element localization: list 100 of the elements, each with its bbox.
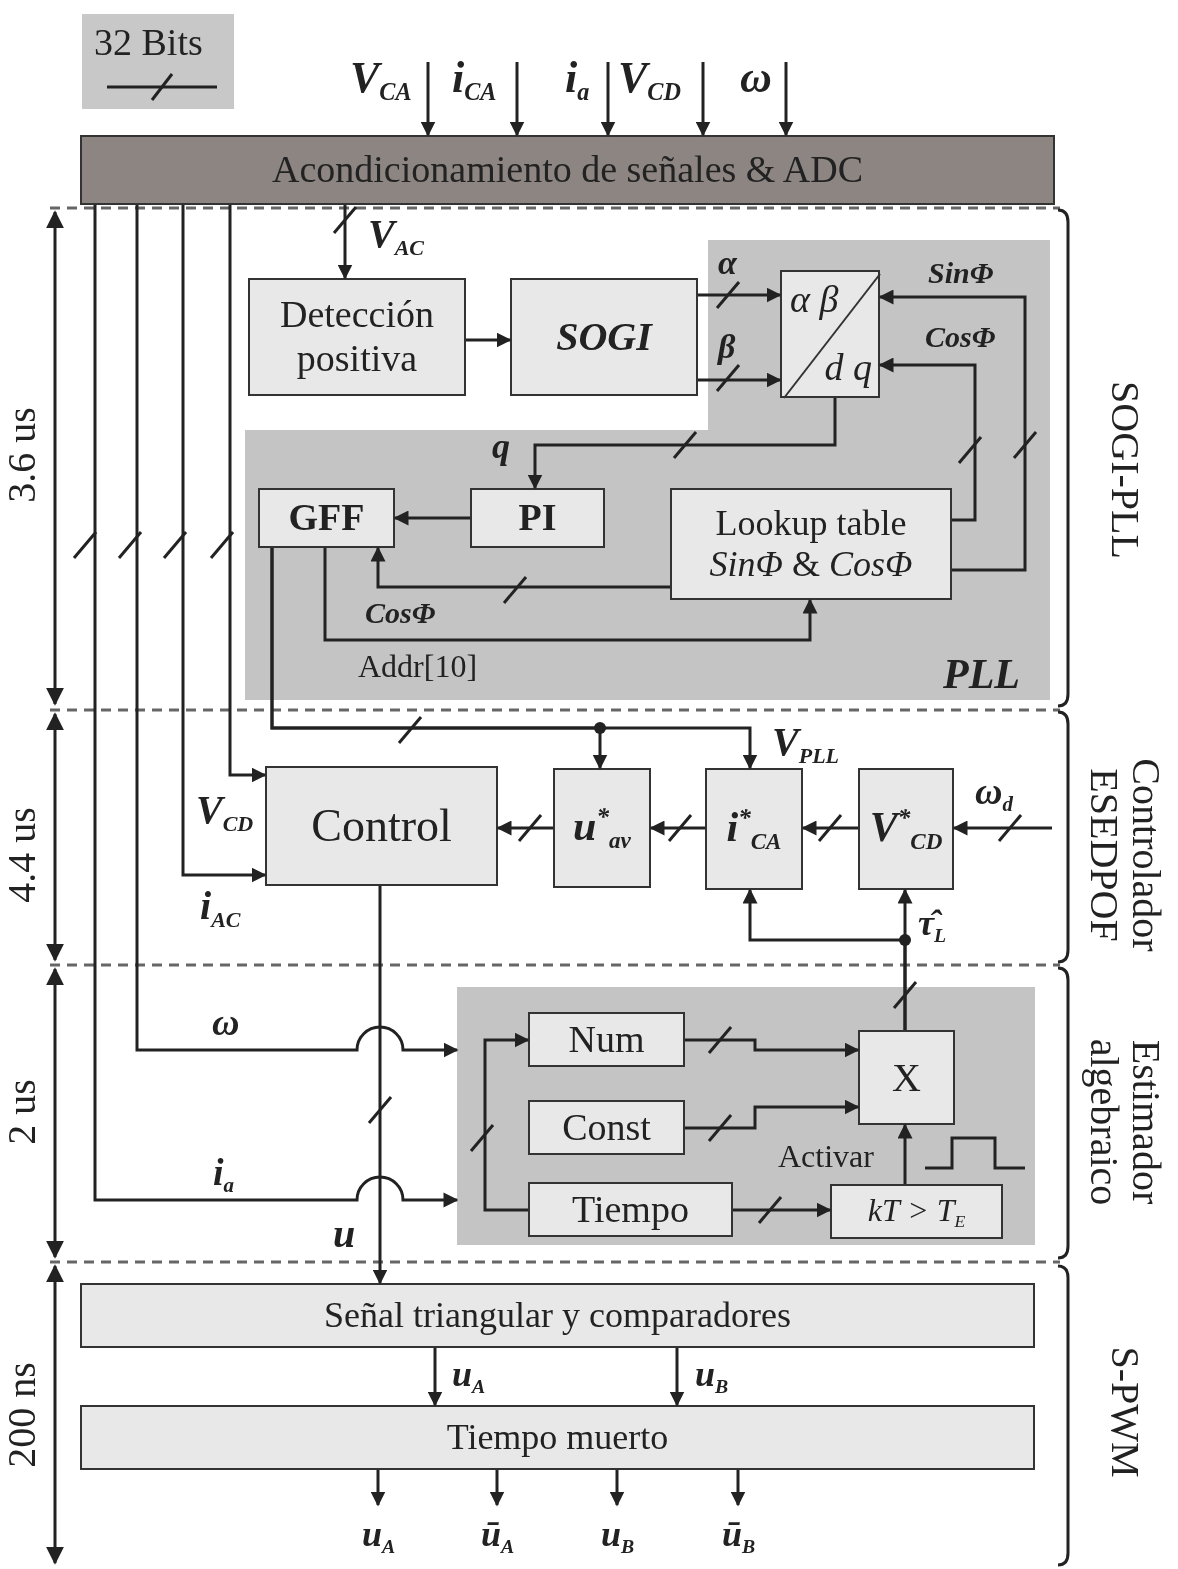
connector-arrow — [466, 332, 512, 348]
block-label: Tiempo muerto — [446, 1416, 669, 1459]
connector-arrow — [370, 546, 670, 589]
connector-arrow — [730, 1470, 746, 1507]
connector-arrow — [685, 1099, 860, 1130]
connector-arrow — [527, 398, 837, 490]
edge-label: CosΦ — [365, 598, 436, 628]
connector-arrow — [695, 62, 711, 137]
process-box — [80, 1283, 1035, 1348]
edge-label: q — [492, 428, 510, 464]
edge-label: V$_{AC}$ — [368, 214, 425, 259]
connector-arrow — [952, 820, 1052, 836]
edge-label: ū$_{A}$ — [481, 1516, 515, 1557]
transform-block — [780, 270, 880, 398]
process-box — [258, 488, 395, 548]
block-label: Control — [311, 799, 452, 853]
process-box — [830, 1184, 1003, 1239]
connector-arrow — [181, 205, 267, 883]
process-box — [248, 278, 466, 396]
edge-label: V$_{CD}$ — [196, 790, 254, 835]
edge-label: V$_{CD}$ — [618, 56, 681, 105]
process-box — [553, 768, 651, 888]
stage-label: 200 ns — [1, 1361, 43, 1470]
edge-label: u$_{B}$ — [695, 1356, 729, 1397]
edge-label: ω — [740, 56, 772, 100]
process-box — [670, 488, 952, 600]
connector-arrow — [609, 1470, 625, 1507]
connector-arrow — [337, 205, 353, 280]
connector-arrow — [370, 1470, 386, 1507]
edge-label: i$_{AC}$ — [200, 886, 241, 931]
edge-label: Activar — [778, 1140, 874, 1172]
process-box — [705, 768, 803, 890]
legend-label: 32 Bits — [94, 20, 203, 64]
connector-arrow — [489, 1470, 505, 1507]
connector-arrow — [742, 888, 907, 1030]
edge-label: SinΦ — [928, 258, 994, 288]
connector-arrow — [372, 886, 388, 1285]
axis-label: α β — [790, 278, 839, 322]
edge-label: τ̂$_{L}$ — [918, 905, 947, 946]
stage-label: Estimador algebraico — [1083, 1037, 1167, 1208]
connector-arrow — [135, 205, 459, 1058]
connector-arrow — [897, 1123, 913, 1184]
connector-arrow — [270, 548, 608, 770]
connector-arrow — [698, 372, 782, 388]
block-label: Tiempo — [572, 1187, 689, 1232]
block-label: GFF — [288, 496, 365, 540]
connector-arrow — [733, 1202, 832, 1218]
block-label: SinΦ & CosΦ — [709, 544, 913, 586]
connector-arrow — [698, 287, 782, 303]
edge-label: i$_{a}$ — [565, 56, 590, 105]
edge-label: V$_{CA}$ — [350, 56, 412, 105]
connector-arrow — [393, 510, 470, 526]
edge-label: i$_{a}$ — [213, 1153, 234, 1197]
edge-label: CosΦ — [925, 322, 996, 352]
block-label: SOGI — [556, 314, 652, 360]
connector-arrow — [420, 62, 436, 137]
process-box — [510, 278, 698, 396]
connector-arrow — [669, 1348, 685, 1407]
region-title: PLL — [943, 649, 1020, 698]
stage-label: Controlador ESEDPOF — [1083, 757, 1167, 954]
edge-label: u$_{A}$ — [452, 1356, 486, 1397]
connector-arrow — [228, 205, 267, 783]
process-box — [858, 768, 954, 890]
process-box — [470, 488, 605, 548]
edge-label: u$_{A}$ — [362, 1516, 396, 1557]
connector-arrow — [878, 289, 1027, 572]
process-box — [528, 1100, 685, 1155]
block-label: Detección positiva — [279, 293, 435, 381]
block-label: Lookup table — [715, 502, 907, 544]
stage-label: SOGI-PLL — [1104, 380, 1146, 561]
connector-arrow — [93, 205, 459, 1208]
process-box — [80, 1405, 1035, 1470]
connector-arrow — [496, 820, 553, 836]
block-label: Acondicionamiento de señales & ADC — [272, 148, 863, 192]
block-label: PI — [518, 496, 557, 540]
connector-arrow — [323, 548, 818, 642]
stage-label: S-PWM — [1104, 1345, 1146, 1480]
block-label: Const — [562, 1105, 651, 1150]
process-box — [858, 1030, 955, 1125]
edge-label: ω — [212, 1003, 240, 1041]
edge-label: α — [718, 246, 737, 280]
edge-label: V$_{PLL}$ — [772, 722, 839, 767]
process-box — [528, 1012, 685, 1067]
edge-label: Addr[10] — [358, 650, 478, 682]
estimator-region — [457, 987, 1035, 1245]
edge-label: β — [718, 330, 736, 364]
connector-arrow — [778, 62, 794, 137]
connector-arrow — [483, 1032, 530, 1212]
connector-arrow — [649, 820, 705, 836]
connector-arrow — [427, 1348, 443, 1407]
connector-arrow — [801, 820, 858, 836]
connector-arrow — [685, 1038, 860, 1058]
edge-label: ū$_{B}$ — [722, 1516, 756, 1557]
connector-arrow — [600, 62, 616, 137]
process-box — [528, 1182, 733, 1237]
edge-label: u — [333, 1214, 356, 1254]
block-label: Num — [568, 1017, 645, 1062]
adc-block — [80, 135, 1055, 205]
process-box — [265, 766, 498, 886]
axis-label: d q — [824, 346, 872, 390]
